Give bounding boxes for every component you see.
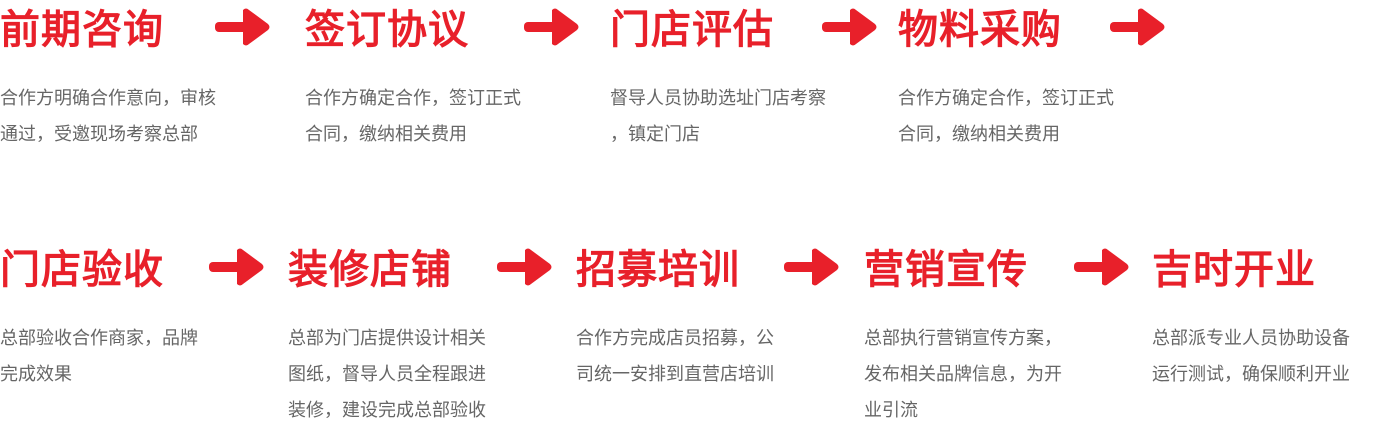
- step-description-line: 通过，受邀现场考察总部: [0, 124, 198, 144]
- step-title: 吉时开业: [1152, 248, 1316, 292]
- process-step: 招募培训合作方完成店员招募，公司统一安排到直营店培训: [576, 246, 774, 392]
- right-arrow-icon: [1074, 248, 1129, 286]
- right-arrow-icon: [497, 248, 552, 286]
- step-description-line: 合作方明确合作意向，审核: [0, 88, 216, 108]
- right-arrow-icon: [524, 8, 579, 46]
- step-description: 总部为门店提供设计相关图纸，督导人员全程跟进装修，建设完成总部验收: [288, 320, 486, 428]
- process-step: 物料采购合作方确定合作，签订正式合同，缴纳相关费用: [898, 6, 1114, 152]
- step-title: 前期咨询: [0, 8, 164, 52]
- step-description: 合作方确定合作，签订正式合同，缴纳相关费用: [305, 80, 521, 152]
- right-arrow-icon: [209, 248, 264, 286]
- step-description-line: 合作方确定合作，签订正式: [898, 88, 1114, 108]
- step-description: 合作方确定合作，签订正式合同，缴纳相关费用: [898, 80, 1114, 152]
- step-description-line: 完成效果: [0, 364, 72, 384]
- step-description: 总部执行营销宣传方案， 发布相关品牌信息，为开业引流: [864, 320, 1062, 428]
- step-title: 签订协议: [305, 8, 469, 52]
- step-description-line: 业引流: [864, 400, 918, 420]
- step-title: 营销宣传: [864, 248, 1028, 292]
- process-step: 吉时开业总部派专业人员协助设备运行测试，确保顺利开业: [1152, 246, 1350, 392]
- right-arrow-icon: [784, 248, 839, 286]
- step-description-line: 司统一安排到直营店培训: [576, 364, 774, 384]
- step-title: 门店评估: [610, 8, 774, 52]
- right-arrow-icon: [822, 8, 877, 46]
- step-title: 招募培训: [576, 248, 740, 292]
- step-description-line: 总部验收合作商家，品牌: [0, 328, 198, 348]
- step-description: 合作方明确合作意向，审核通过，受邀现场考察总部: [0, 80, 216, 152]
- right-arrow-icon: [215, 8, 270, 46]
- step-description-line: 发布相关品牌信息，为开: [864, 364, 1062, 384]
- process-step: 前期咨询合作方明确合作意向，审核通过，受邀现场考察总部: [0, 6, 216, 152]
- step-description: 总部验收合作商家，品牌完成效果: [0, 320, 198, 392]
- right-arrow-icon: [1110, 8, 1165, 46]
- step-description-line: 总部派专业人员协助设备: [1152, 328, 1350, 348]
- step-description-line: 装修，建设完成总部验收: [288, 400, 486, 420]
- process-step: 门店评估督导人员协助选址门店考察 ，镇定门店: [610, 6, 826, 152]
- step-description-line: 图纸，督导人员全程跟进: [288, 364, 486, 384]
- step-description: 总部派专业人员协助设备运行测试，确保顺利开业: [1152, 320, 1350, 392]
- step-description: 合作方完成店员招募，公司统一安排到直营店培训: [576, 320, 774, 392]
- process-step: 门店验收总部验收合作商家，品牌完成效果: [0, 246, 198, 392]
- step-description-line: 合作方完成店员招募，公: [576, 328, 774, 348]
- process-step: 签订协议合作方确定合作，签订正式合同，缴纳相关费用: [305, 6, 521, 152]
- step-description-line: 总部为门店提供设计相关: [288, 328, 486, 348]
- step-description-line: 运行测试，确保顺利开业: [1152, 364, 1350, 384]
- step-description-line: 总部执行营销宣传方案，: [864, 328, 1062, 348]
- process-step: 营销宣传总部执行营销宣传方案， 发布相关品牌信息，为开业引流: [864, 246, 1062, 428]
- step-description-line: ，镇定门店: [610, 124, 700, 144]
- step-description: 督导人员协助选址门店考察 ，镇定门店: [610, 80, 826, 152]
- step-description-line: 合同，缴纳相关费用: [305, 124, 467, 144]
- step-title: 物料采购: [898, 8, 1062, 52]
- step-description-line: 督导人员协助选址门店考察: [610, 88, 826, 108]
- step-description-line: 合作方确定合作，签订正式: [305, 88, 521, 108]
- step-description-line: 合同，缴纳相关费用: [898, 124, 1060, 144]
- step-title: 门店验收: [0, 248, 164, 292]
- step-title: 装修店铺: [288, 248, 452, 292]
- process-step: 装修店铺总部为门店提供设计相关图纸，督导人员全程跟进装修，建设完成总部验收: [288, 246, 486, 428]
